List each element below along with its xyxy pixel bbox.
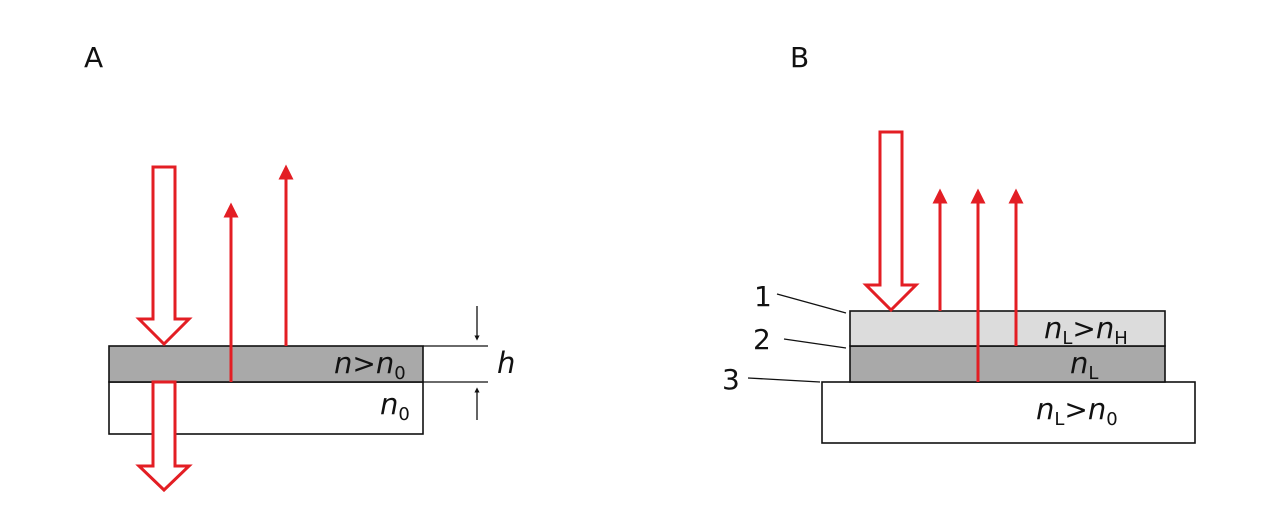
panel-b-label: B xyxy=(790,41,809,74)
panel-a-film-index: n>n0 xyxy=(334,346,406,384)
panel-b-top-layer xyxy=(849,310,1166,347)
layer-number-2: 2 xyxy=(753,323,771,356)
panel-b-top-layer-index: nL>nH xyxy=(1044,311,1128,349)
panel-b-substrate-index: nL>n0 xyxy=(1036,392,1118,430)
layer-number-3: 3 xyxy=(722,363,740,396)
leader-line-2 xyxy=(783,338,847,349)
panel-b-middle-layer-index: nL xyxy=(1070,346,1098,384)
panel-a-substrate-index: n0 xyxy=(380,387,410,425)
panel-b-substrate xyxy=(821,381,1196,444)
panel-a-film xyxy=(108,345,424,383)
panel-a-incident-arrow xyxy=(135,165,193,347)
panel-a-transmitted-arrow xyxy=(135,380,193,493)
leader-line-3 xyxy=(747,377,821,383)
thickness-label: h xyxy=(497,346,515,380)
panel-b-incident-arrow xyxy=(862,130,920,313)
panel-a-label: A xyxy=(84,41,103,74)
leader-line-1 xyxy=(776,293,847,314)
layer-number-1: 1 xyxy=(754,280,772,313)
panel-b-middle-layer xyxy=(849,345,1166,383)
